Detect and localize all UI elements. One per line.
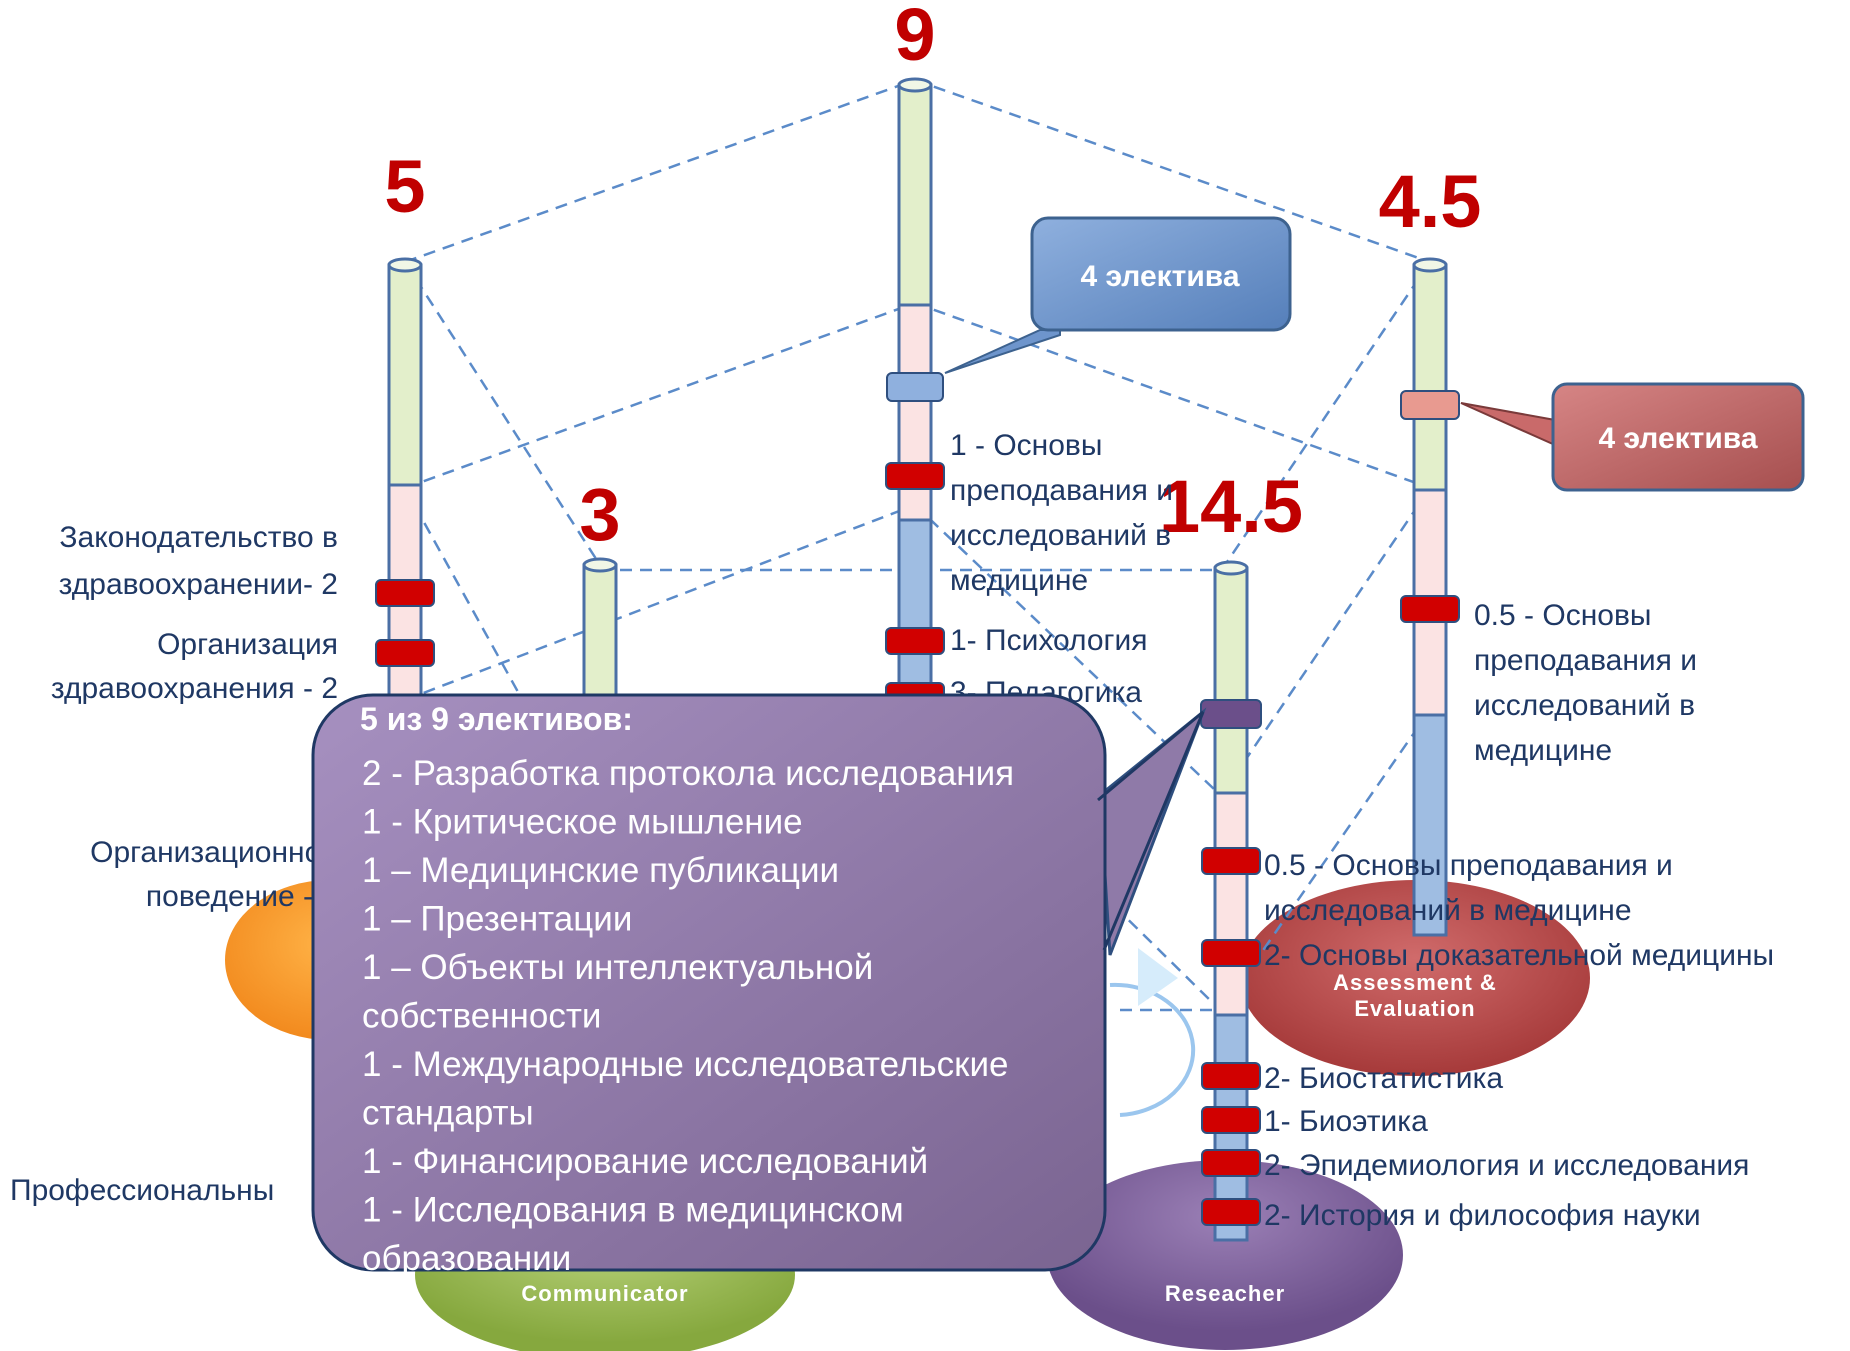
researcher-label: Reseacher [1165,1281,1285,1306]
course-rings [375,372,1460,1226]
svg-text:2- Эпидемиология и исследовани: 2- Эпидемиология и исследования [1264,1149,1749,1182]
svg-text:1- Биоэтика: 1- Биоэтика [1264,1105,1428,1138]
svg-text:2- История и философия науки: 2- История и философия науки [1264,1199,1701,1232]
tube-inner-left [582,557,618,717]
ring-elective-center [886,372,944,402]
ring-history [1201,1198,1261,1226]
total-center: 9 [894,0,935,76]
cycle-arc [1109,982,1196,1117]
svg-text:0.5 - Основы: 0.5 - Основы [1474,599,1651,632]
ring-legislation [375,579,435,607]
svg-text:поведение - 1: поведение - 1 [146,880,338,913]
svg-text:Организационное: Организационное [90,836,338,869]
researcher-ellipse [1047,1160,1403,1350]
elective-line: 1 - Критическое мышление [362,803,803,842]
svg-text:здравоохранении- 2: здравоохранении- 2 [59,568,338,601]
elective-line: 1 - Международные исследовательские [362,1045,1008,1084]
elective-line: образовании [362,1239,571,1278]
ring-electives-researcher [1200,699,1262,729]
total-inner-left: 3 [579,473,620,556]
svg-text:Профессиональны: Профессиональны [10,1174,274,1207]
svg-text:4 электива: 4 электива [1598,422,1757,455]
svg-text:Законодательство в: Законодательство в [59,521,338,554]
svg-text:преподавания и: преподавания и [1474,644,1697,677]
ring-organization [375,639,435,667]
assessment-label-line1: Assessment & [1333,970,1497,995]
ring-epidemiology [1201,1149,1261,1177]
svg-text:здравоохранения - 2: здравоохранения - 2 [51,672,338,705]
ring-psychology [885,627,945,655]
ring-basics-researcher [1201,847,1261,875]
cycle-arrow-icon [1138,948,1178,1006]
elective-line: 1 – Объекты интеллектуальной [362,948,873,987]
total-left: 5 [384,145,425,228]
svg-text:Организация: Организация [157,628,338,661]
svg-text:1- Психология: 1- Психология [950,624,1148,657]
elective-line: 2 - Разработка протокола исследования [362,754,1014,793]
total-inner-right: 14.5 [1159,465,1303,548]
electives-lines: 2 - Разработка протокола исследования 1 -… [362,754,1014,1278]
center-labels: 1 - Основы преподавания и исследований в… [950,429,1173,709]
elective-line: собственности [362,997,601,1036]
ring-bioethics [1201,1106,1261,1134]
researcher-labels: 0.5 - Основы преподавания и исследований… [1264,849,1774,1232]
ring-biostat [1201,1062,1261,1090]
electives-box: 5 из 9 элективов: 2 - Разработка протоко… [311,693,1207,1278]
elective-line: стандарты [362,1094,534,1133]
elective-line: 1 - Исследования в медицинском [362,1191,904,1230]
svg-text:2- Основы доказательной медици: 2- Основы доказательной медицины [1264,939,1774,972]
tube-researcher [1213,560,1249,1242]
svg-text:1 - Основы: 1 - Основы [950,429,1102,462]
svg-text:исследований в медицине: исследований в медицине [1264,894,1632,927]
svg-text:0.5 - Основы преподавания и: 0.5 - Основы преподавания и [1264,849,1673,882]
electives-title: 5 из 9 элективов: [360,701,633,737]
callout-center-electives: 4 электива [944,216,1292,374]
ring-basics-right [1400,595,1460,623]
ring-ebm [1201,939,1261,967]
ring-basics-center [885,462,945,490]
tube-right [1412,257,1448,937]
svg-text:медицине: медицине [950,564,1088,597]
svg-text:2- Биостатистика: 2- Биостатистика [1264,1062,1503,1095]
assessment-evaluation-ellipse [1240,880,1590,1076]
elective-line: 1 - Финансирование исследований [362,1142,928,1181]
callout-right-electives: 4 электива [1460,382,1805,492]
svg-text:исследований в: исследований в [950,519,1171,552]
right-labels: 0.5 - Основы преподавания и исследований… [1474,599,1697,767]
left-labels: Законодательство в здравоохранении- 2 Ор… [10,521,338,1207]
total-right: 4.5 [1379,160,1482,243]
svg-text:исследований в: исследований в [1474,689,1695,722]
elective-line: 1 – Медицинские публикации [362,851,839,890]
ring-elective-right [1400,390,1460,420]
svg-text:медицине: медицине [1474,734,1612,767]
role-ellipses: Assessment & Evaluation Communicator Res… [225,880,1590,1351]
svg-text:преподавания и: преподавания и [950,474,1173,507]
assessment-label-line2: Evaluation [1354,996,1475,1021]
svg-text:4 электива: 4 электива [1080,260,1239,293]
communicator-label: Communicator [521,1281,688,1306]
elective-line: 1 – Презентации [362,900,632,939]
